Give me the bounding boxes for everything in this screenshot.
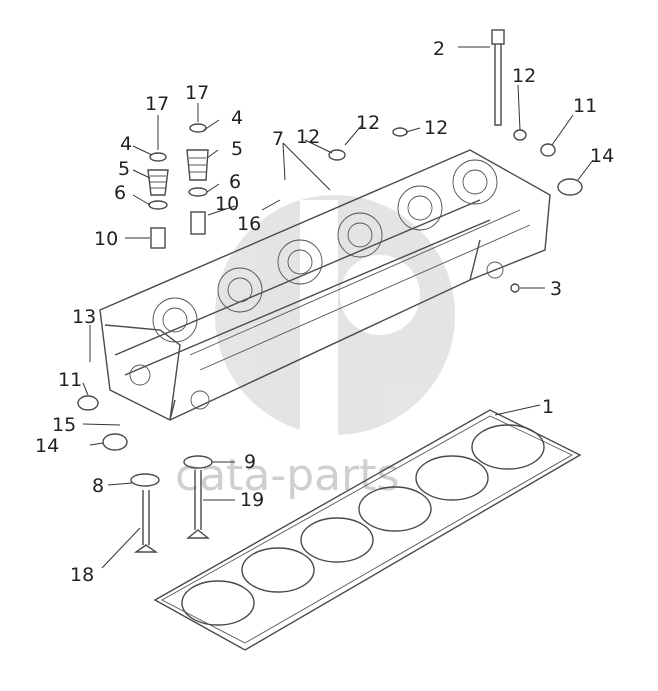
callout-5: 5 [118, 158, 130, 180]
callout-6: 6 [114, 182, 126, 204]
callout-6: 6 [229, 171, 241, 193]
callout-4: 4 [231, 107, 243, 129]
cylinder-head [99, 149, 551, 421]
leader-lines [82, 46, 594, 569]
callout-12: 12 [424, 117, 448, 139]
callout-12: 12 [512, 65, 536, 87]
valve-spring-stack-left [147, 152, 169, 249]
head-gasket [153, 409, 582, 651]
callout-12: 12 [356, 112, 380, 134]
callout-8: 8 [92, 475, 104, 497]
callout-18: 18 [70, 564, 94, 586]
head-bolt [491, 29, 505, 126]
callout-17: 17 [145, 93, 169, 115]
callout-7: 7 [272, 128, 284, 150]
callout-9: 9 [244, 451, 256, 473]
callout-11: 11 [573, 95, 597, 117]
small-seals [77, 127, 583, 451]
callout-15: 15 [52, 414, 76, 436]
callout-16: 16 [237, 213, 261, 235]
callout-10: 10 [94, 228, 118, 250]
callout-2: 2 [433, 38, 445, 60]
valve-spring-stack-right [186, 123, 209, 235]
callout-5: 5 [231, 138, 243, 160]
callout-17: 17 [185, 82, 209, 104]
callout-14: 14 [590, 145, 614, 167]
callout-13: 13 [72, 306, 96, 328]
callout-10: 10 [215, 193, 239, 215]
valve-18 [130, 473, 160, 553]
callout-12: 12 [296, 126, 320, 148]
callout-11: 11 [58, 369, 82, 391]
callout-3: 3 [550, 278, 562, 300]
callout-19: 19 [240, 489, 264, 511]
watermark-text: cata-parts [175, 450, 399, 501]
callout-1: 1 [542, 396, 554, 418]
callout-4: 4 [120, 133, 132, 155]
callout-labels: 1 2 3 4 4 5 5 6 6 7 8 9 10 10 11 11 12 1… [35, 38, 614, 586]
callout-14: 14 [35, 435, 59, 457]
